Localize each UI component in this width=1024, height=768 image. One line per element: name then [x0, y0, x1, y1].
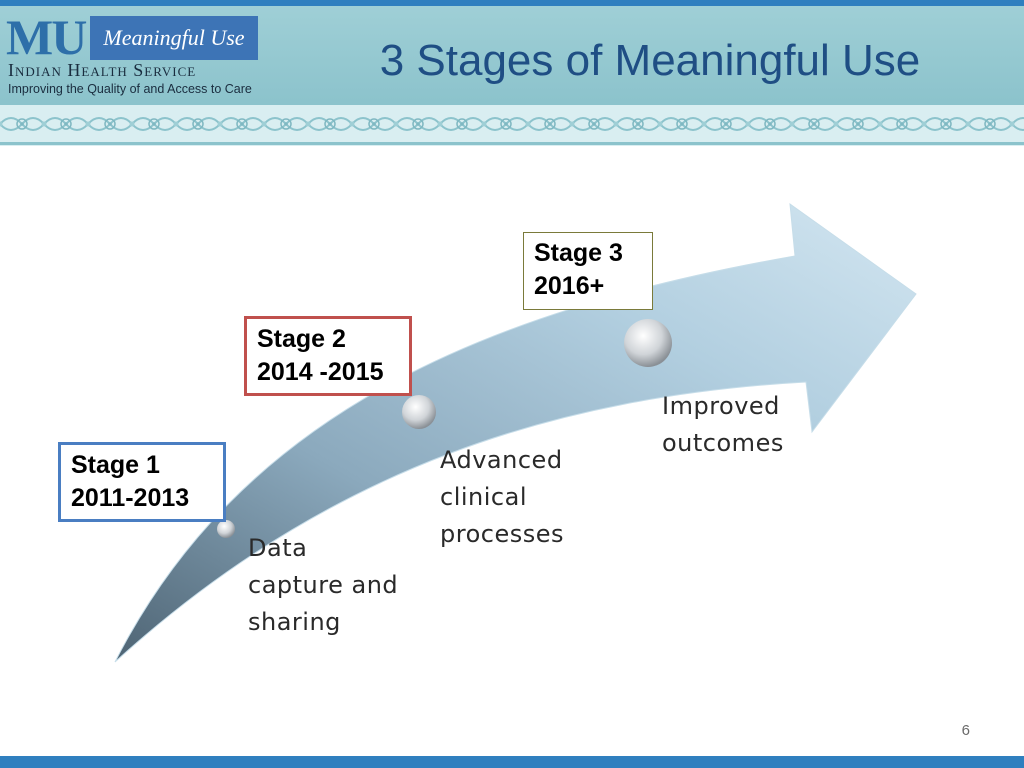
stage-1-desc-line: capture and: [248, 571, 399, 599]
stage-1-years: 2011-2013: [71, 484, 190, 512]
decorative-pattern-band: [0, 102, 1024, 146]
slide-header: MU Meaningful Use Indian Health Service …: [0, 6, 1024, 102]
stage-2-marker: [402, 395, 436, 429]
curved-arrow: [114, 202, 917, 663]
stage-3-description: Improved outcomes: [662, 388, 784, 462]
arrow-shape: [114, 202, 917, 663]
stage-2-description: Advanced clinical processes: [440, 442, 564, 553]
stage-2-years: 2014 -2015: [257, 358, 384, 386]
stage-2-desc-line: clinical: [440, 483, 527, 511]
logo-mark: MU: [6, 9, 87, 65]
top-accent-bar: [0, 0, 1024, 6]
stage-2-desc-line: Advanced: [440, 446, 563, 474]
stage-3-box: Stage 3 2016+: [523, 232, 653, 310]
stage-1-name: Stage 1: [71, 451, 160, 479]
bottom-accent-bar: [0, 756, 1024, 768]
stage-3-desc-line: outcomes: [662, 429, 784, 457]
stage-3-desc-line: Improved: [662, 392, 780, 420]
page-number: 6: [961, 722, 970, 739]
stage-1-description: Data capture and sharing: [248, 530, 398, 641]
stage-2-desc-line: processes: [440, 520, 564, 548]
stage-3-years: 2016+: [534, 272, 605, 300]
ihs-meaningful-use-logo: MU Meaningful Use Indian Health Service …: [6, 9, 260, 102]
stage-2-name: Stage 2: [257, 325, 346, 353]
slide-title: 3 Stages of Meaningful Use: [379, 36, 921, 85]
logo-badge: Meaningful Use: [90, 16, 258, 60]
logo-tagline: Improving the Quality of and Access to C…: [8, 82, 252, 96]
stages-diagram: Stage 1 2011-2013 Stage 2 2014 -2015 Sta…: [0, 146, 1024, 756]
logo-org-name: Indian Health Service: [8, 60, 197, 80]
stage-1-box: Stage 1 2011-2013: [58, 442, 226, 522]
stage-2-box: Stage 2 2014 -2015: [244, 316, 412, 396]
stage-1-marker: [217, 520, 235, 538]
stage-3-marker: [624, 319, 672, 367]
stage-3-name: Stage 3: [534, 239, 623, 267]
stage-1-desc-line: sharing: [248, 608, 341, 636]
stage-1-desc-line: Data: [248, 534, 308, 562]
